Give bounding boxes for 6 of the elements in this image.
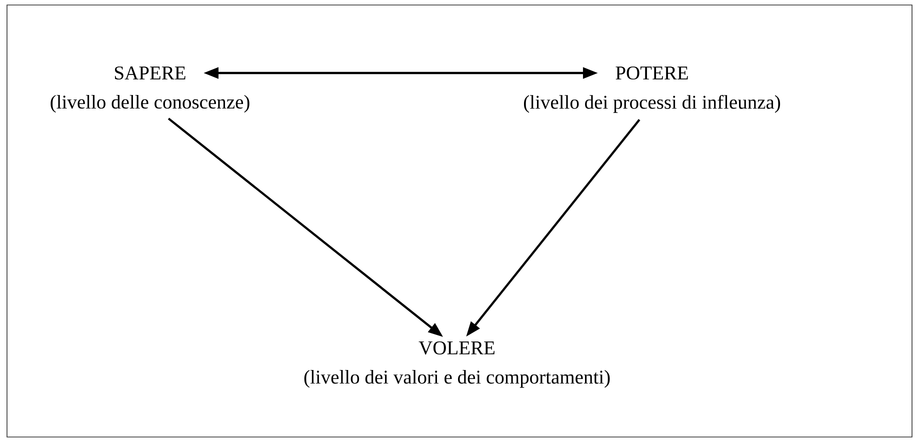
heading-text: VOLERE (livello dei valori e dei comportamenti) bbox=[304, 341, 610, 388]
subtitle-text: (livello dei processi di infleunza) bbox=[524, 94, 780, 113]
subtitle-text: (livello dei valori e dei comportamenti) bbox=[304, 370, 610, 388]
subtitle-text: (livello delle conoscenze) bbox=[50, 94, 250, 113]
heading-text: POTERE (livello dei processi di infleunza) bbox=[524, 66, 780, 113]
heading-text: SAPERE (livello delle conoscenze) bbox=[50, 66, 250, 113]
